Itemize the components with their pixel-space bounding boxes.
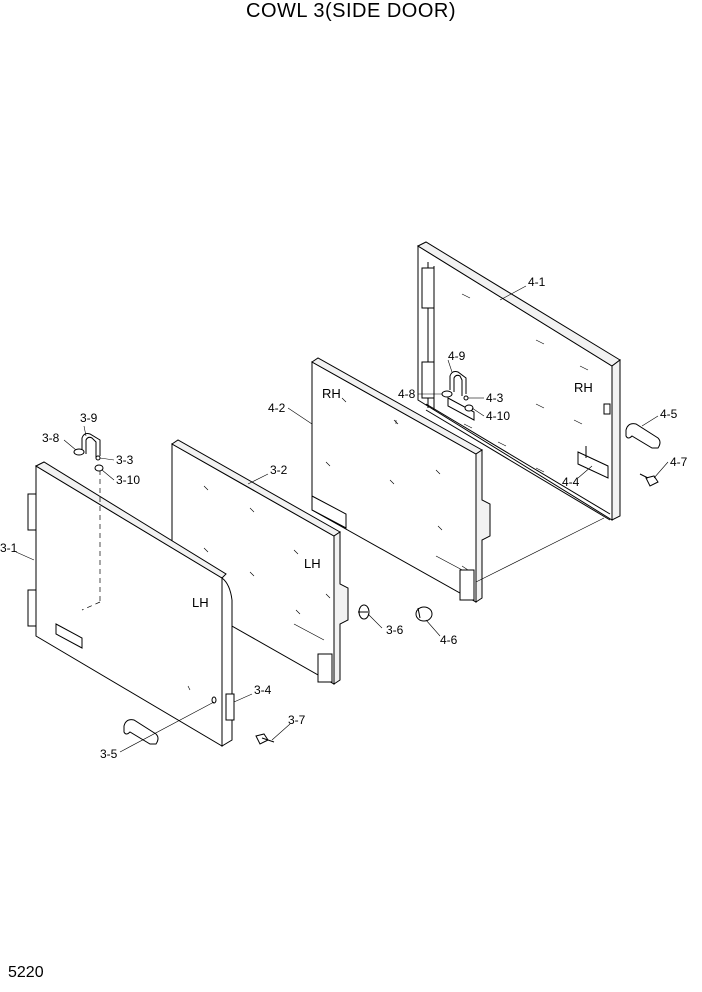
callout-3-10: 3-10 (116, 473, 140, 487)
callout-4-7: 4-7 (670, 455, 688, 469)
bolt-3-7 (255, 733, 275, 745)
callout-3-3: 3-3 (116, 453, 134, 467)
rh-door-4-1 (416, 241, 621, 521)
nut-3-3 (95, 455, 101, 461)
washer-3-10 (94, 464, 104, 472)
lh-door-label: LH (192, 595, 209, 610)
callout-3-6: 3-6 (386, 623, 404, 637)
callout-3-4: 3-4 (254, 683, 272, 697)
callout-3-9: 3-9 (80, 411, 98, 425)
callout-3-7: 3-7 (288, 713, 306, 727)
grip-handle-3-5 (123, 719, 159, 745)
stopper-3-6 (358, 604, 370, 620)
callout-3-1: 3-1 (0, 541, 18, 555)
washer-3-8 (73, 448, 85, 456)
callout-4-1: 4-1 (528, 275, 546, 289)
callout-4-3: 4-3 (486, 391, 504, 405)
guide-line (475, 517, 605, 583)
callout-4-10: 4-10 (486, 409, 510, 423)
callout-4-5: 4-5 (660, 407, 678, 421)
callout-3-5: 3-5 (100, 747, 118, 761)
callout-4-6: 4-6 (440, 633, 458, 647)
washer-4-8 (441, 390, 453, 398)
callout-4-4: 4-4 (562, 475, 580, 489)
callout-4-9: 4-9 (448, 349, 466, 363)
rh-panel-4-2 (311, 357, 491, 603)
page-number: 5220 (8, 964, 44, 981)
lh-panel-label: LH (304, 556, 321, 571)
callout-4-8: 4-8 (398, 387, 416, 401)
handle-4-9 (449, 371, 467, 396)
callout-3-8: 3-8 (42, 431, 60, 445)
leader-lines (15, 285, 669, 753)
grip-handle-4-5 (625, 423, 661, 449)
bolt-4-7 (639, 473, 659, 487)
lh-door-3-1 (27, 461, 235, 747)
callout-3-2: 3-2 (270, 463, 288, 477)
nut-4-3 (463, 395, 469, 401)
handle-3-9 (81, 433, 101, 458)
lh-panel-3-2 (171, 439, 349, 685)
callout-4-2: 4-2 (268, 401, 286, 415)
washer-4-10 (464, 404, 474, 412)
page-title: COWL 3(SIDE DOOR) (246, 0, 456, 22)
rh-door-label: RH (574, 380, 593, 395)
rh-panel-label: RH (322, 386, 341, 401)
stopper-4-6 (415, 606, 433, 622)
